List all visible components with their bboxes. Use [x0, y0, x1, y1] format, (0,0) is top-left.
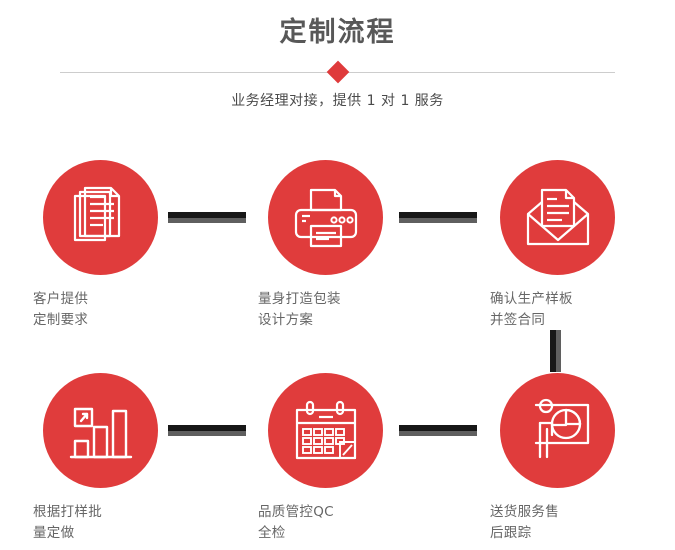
process-step-1[interactable]: 客户提供 定制要求 — [5, 160, 195, 331]
step-2-label: 量身打造包装 设计方案 — [258, 291, 341, 328]
connector-step3-step6 — [550, 330, 561, 372]
diamond-marker-icon — [326, 60, 350, 84]
connector-shadow — [556, 330, 561, 372]
step-1-icon-circle — [43, 160, 158, 275]
connector-shadow — [168, 218, 246, 223]
connector-shadow — [399, 431, 477, 436]
connector-bar — [168, 425, 246, 431]
process-flow: 客户提供 定制要求 — [0, 130, 675, 550]
envelope-letter-icon — [526, 188, 589, 245]
page-title: 定制流程 — [279, 17, 396, 48]
step-6-icon-circle — [500, 373, 615, 488]
connector-bar — [399, 212, 477, 218]
process-step-4[interactable]: 根据打样批 量定做 — [5, 373, 195, 544]
step-3-icon-circle — [500, 160, 615, 275]
connector-step2-step3 — [399, 212, 477, 223]
calendar-icon — [295, 400, 356, 459]
connector-bar — [550, 330, 556, 372]
step-2-icon-circle — [268, 160, 383, 275]
process-step-2[interactable]: 量身打造包装 设计方案 — [230, 160, 420, 331]
presenter-pie-chart-icon — [534, 398, 589, 458]
title-divider — [60, 60, 615, 84]
process-step-5[interactable]: 品质管控QC 全检 — [230, 373, 420, 544]
step-6-label: 送货服务售 后跟踪 — [490, 504, 559, 541]
connector-step5-step6 — [399, 425, 477, 436]
step-4-label: 根据打样批 量定做 — [33, 504, 102, 541]
connector-bar — [168, 212, 246, 218]
process-step-3[interactable]: 确认生产样板 并签合同 — [462, 160, 652, 331]
step-5-icon-circle — [268, 373, 383, 488]
step-3-label: 确认生产样板 并签合同 — [490, 291, 573, 328]
step-1-label: 客户提供 定制要求 — [33, 291, 89, 328]
header-section: 定制流程 业务经理对接，提供 1 对 1 服务 — [0, 0, 675, 130]
bar-chart-growth-icon — [69, 407, 132, 458]
connector-step1-step2 — [168, 212, 246, 223]
connector-bar — [399, 425, 477, 431]
connector-shadow — [168, 431, 246, 436]
documents-stack-icon — [73, 186, 120, 241]
connector-shadow — [399, 218, 477, 223]
printer-icon — [294, 188, 357, 247]
step-4-icon-circle — [43, 373, 158, 488]
connector-step4-step5 — [168, 425, 246, 436]
process-step-6[interactable]: 送货服务售 后跟踪 — [462, 373, 652, 544]
header-subtitle: 业务经理对接，提供 1 对 1 服务 — [231, 93, 444, 109]
step-5-label: 品质管控QC 全检 — [258, 504, 334, 541]
